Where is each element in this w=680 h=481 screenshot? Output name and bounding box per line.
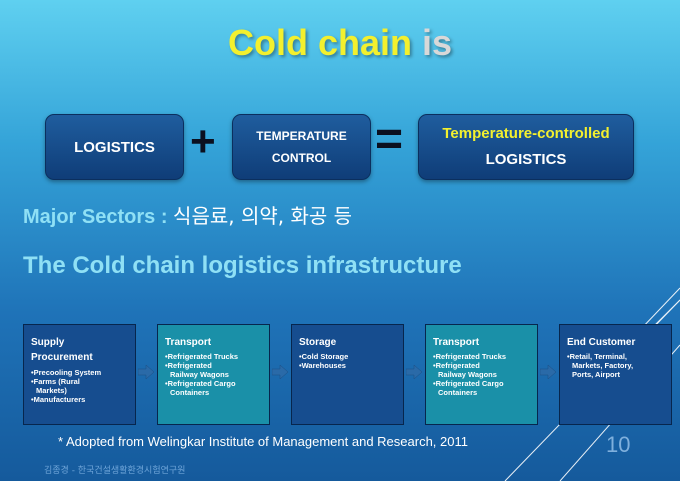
stage-item: •Manufacturers (31, 395, 86, 404)
logistics-label: LOGISTICS (74, 138, 155, 156)
title-suffix: is (422, 22, 453, 63)
infrastructure-heading: The Cold chain logistics infrastructure (23, 252, 462, 279)
stage-item: •Refrigerated Trucks (433, 352, 507, 361)
stage-item: •Cold Storage (299, 352, 349, 361)
stage-item: •Precooling System (31, 368, 102, 377)
stage-heading: Supply (31, 337, 65, 348)
stage-transport-1: Transport •Refrigerated Trucks •Refriger… (157, 324, 270, 425)
stage-item: Containers (170, 388, 210, 397)
stage-end-customer: End Customer •Retail, Terminal, Markets,… (559, 324, 672, 425)
stage-item: •Farms (Rural (31, 377, 80, 386)
major-sectors: Major Sectors : 식음료, 의약, 화공 등 (23, 200, 352, 229)
sectors-value: 식음료, 의약, 화공 등 (173, 204, 353, 228)
stage-item: Railway Wagons (170, 370, 229, 379)
stage-transport-2: Transport •Refrigerated Trucks •Refriger… (425, 324, 538, 425)
stage-heading: Storage (299, 337, 337, 348)
stage-heading: End Customer (567, 337, 636, 348)
logistics-box: LOGISTICS (45, 114, 184, 180)
result-line1: Temperature-controlled (442, 125, 610, 142)
control-label: CONTROL (271, 151, 332, 165)
equals-sign: = (375, 113, 404, 166)
arrow-right-icon (406, 365, 422, 379)
slide-title: Cold chain is (0, 22, 680, 64)
stage-item: •Warehouses (299, 361, 346, 370)
stage-heading-sub: Procurement (31, 352, 93, 363)
stage-item: •Refrigerated Trucks (165, 352, 239, 361)
arrow-right-icon (540, 365, 556, 379)
stage-heading: Transport (433, 337, 480, 348)
arrow-right-icon (272, 365, 288, 379)
stage-item: Railway Wagons (438, 370, 497, 379)
page-number: 10 (606, 432, 631, 457)
stage-item: •Refrigerated (433, 361, 480, 370)
stage-item: •Refrigerated Cargo (165, 379, 236, 388)
stage-item: Ports, Airport (572, 370, 621, 379)
result-box: Temperature-controlled LOGISTICS (418, 114, 634, 180)
title-main: Cold chain (227, 22, 412, 63)
temperature-label: TEMPERATURE (256, 129, 347, 143)
arrow-right-icon (138, 365, 154, 379)
stage-item: Markets, Factory, (572, 361, 634, 370)
result-line2: LOGISTICS (485, 151, 567, 168)
stage-storage: Storage •Cold Storage •Warehouses (291, 324, 404, 425)
sectors-label: Major Sectors : (23, 206, 168, 228)
plus-sign: + (190, 117, 216, 166)
stage-item: •Retail, Terminal, (567, 352, 628, 361)
stage-item: •Refrigerated (165, 361, 212, 370)
temperature-control-box: TEMPERATURE CONTROL (232, 114, 371, 180)
stage-supply-procurement: Supply Procurement •Precooling System •F… (23, 324, 136, 425)
footnote: * Adopted from Welingkar Institute of Ma… (58, 434, 468, 449)
stage-item: Markets) (36, 386, 67, 395)
stage-item: •Refrigerated Cargo (433, 379, 504, 388)
stage-heading: Transport (165, 337, 212, 348)
author-credit: 김종경 - 한국건설생활환경시험연구원 (44, 466, 186, 476)
stage-item: Containers (438, 388, 478, 397)
